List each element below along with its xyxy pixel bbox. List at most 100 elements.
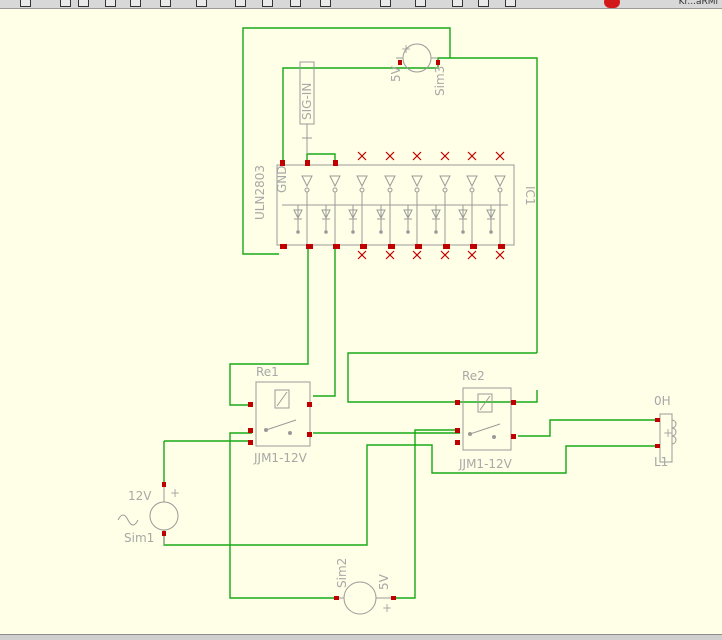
ic-channels	[282, 175, 508, 245]
pin-marker	[436, 60, 440, 65]
sim1-body	[149, 501, 179, 531]
re2-part: JJM1-12V	[458, 457, 513, 471]
wire-sig-in[interactable]	[306, 153, 336, 163]
copy-icon[interactable]	[60, 0, 71, 7]
inverter-bubble	[332, 187, 338, 193]
wire-re1-sim2[interactable]	[229, 432, 335, 599]
pin-marker	[398, 60, 402, 65]
status-bar	[0, 634, 722, 640]
sim1-ref: Sim1	[124, 531, 154, 545]
pin-marker	[470, 244, 477, 249]
ic-ref-label: IC1	[523, 186, 537, 206]
ic-body	[276, 164, 515, 246]
pin-marker	[162, 482, 166, 487]
sim2-ref: Sim2	[335, 558, 349, 588]
wire-re2-coil[interactable]	[347, 352, 538, 403]
source-sim1[interactable]: + 12V Sim1	[117, 485, 180, 545]
re1-part: JJM1-12V	[253, 451, 308, 465]
pin-marker	[305, 160, 310, 166]
ic-part-label: ULN2803	[253, 165, 267, 220]
pin-marker	[498, 244, 505, 249]
pins	[162, 60, 660, 600]
re1-ref: Re1	[256, 365, 279, 379]
ac-wave-icon	[117, 514, 139, 526]
toolbar: Kr...aRMi	[0, 0, 722, 9]
stop-icon[interactable]	[604, 0, 620, 8]
re1-body	[255, 381, 311, 447]
doc-icon[interactable]	[415, 0, 426, 7]
ic-gnd-label: GND	[275, 165, 289, 193]
inverter-bubble	[304, 187, 310, 193]
draw-icon[interactable]	[290, 0, 301, 7]
pin-icon[interactable]	[380, 0, 391, 7]
pin-marker	[391, 596, 396, 600]
back-icon[interactable]	[160, 0, 171, 7]
re2-ref: Re2	[462, 369, 485, 383]
pin-marker	[360, 244, 367, 249]
buffer-icon	[466, 175, 478, 188]
buffer-icon	[329, 175, 341, 188]
bars-icon[interactable]	[235, 0, 246, 7]
buffer-icon	[494, 175, 506, 188]
user-label: Kr...aRMi	[678, 0, 718, 7]
inductor-l1[interactable]: + 0H L1	[654, 394, 677, 469]
pin-marker	[306, 244, 313, 249]
wire-gnd-loop[interactable]	[242, 27, 451, 255]
wire-ic-re1[interactable]	[229, 247, 309, 406]
sim2-value: 5V	[377, 573, 391, 590]
pin-marker	[655, 418, 660, 422]
pin-marker	[248, 428, 253, 433]
file-icon[interactable]	[78, 0, 89, 7]
doc3-icon[interactable]	[478, 0, 489, 7]
inverter-bubble	[359, 187, 365, 193]
sig-in-label: SIG-IN	[300, 83, 314, 120]
wire-re2-l1[interactable]	[518, 419, 656, 437]
undo-icon[interactable]	[130, 0, 141, 7]
buffer-icon	[411, 175, 423, 188]
schematic-canvas[interactable]: ULN2803 GND IC1 SIG-IN + 5V Sim3 Re1 JJM…	[0, 8, 722, 635]
source-sim2[interactable]: + Sim2 5V	[335, 558, 395, 615]
wire-sim2-re2[interactable]	[395, 429, 460, 599]
doc4-icon[interactable]	[505, 0, 516, 7]
pin-marker	[307, 402, 312, 407]
l1-body	[659, 413, 673, 463]
pin-marker	[511, 434, 516, 439]
doc2-icon[interactable]	[452, 0, 463, 7]
inverter-bubble	[469, 187, 475, 193]
buffer-icon	[301, 175, 313, 188]
pin-marker	[334, 596, 339, 600]
svg-text:+: +	[401, 42, 411, 56]
ic-uln2803[interactable]: ULN2803 GND IC1	[253, 164, 537, 246]
buffer-icon	[384, 175, 396, 188]
text-icon[interactable]	[320, 0, 331, 7]
l1-ref: L1	[654, 455, 668, 469]
pin-marker	[280, 160, 285, 166]
sim3-value: 5V	[389, 65, 403, 82]
svg-text:+: +	[382, 601, 392, 615]
pin-marker	[415, 244, 422, 249]
sig-in-port[interactable]: SIG-IN	[299, 61, 315, 154]
inverter-bubble	[442, 187, 448, 193]
wires	[163, 27, 656, 599]
pin-marker	[511, 400, 516, 405]
check-icon[interactable]	[20, 0, 31, 7]
pin-marker	[162, 531, 166, 536]
source-sim3[interactable]: + 5V Sim3	[389, 42, 447, 96]
pin-marker	[280, 244, 287, 249]
tool-icon[interactable]	[262, 0, 273, 7]
wire-sim1-l1[interactable]	[163, 444, 656, 546]
inverter-bubble	[497, 187, 503, 193]
save-icon[interactable]	[105, 0, 116, 7]
relay-re2[interactable]: Re2 JJM1-12V	[458, 369, 513, 471]
pin-marker	[248, 440, 253, 445]
re2-body	[462, 387, 512, 451]
relay-re1[interactable]: Re1 JJM1-12V	[253, 365, 311, 465]
pin-marker	[307, 432, 312, 437]
pointer-icon[interactable]	[196, 0, 207, 7]
wire-ic-re1-b[interactable]	[313, 247, 336, 397]
pin-marker	[455, 400, 460, 405]
pin-marker	[655, 444, 660, 448]
pin-marker	[333, 160, 338, 166]
buffer-icon	[356, 175, 368, 188]
svg-text:+: +	[170, 486, 180, 500]
